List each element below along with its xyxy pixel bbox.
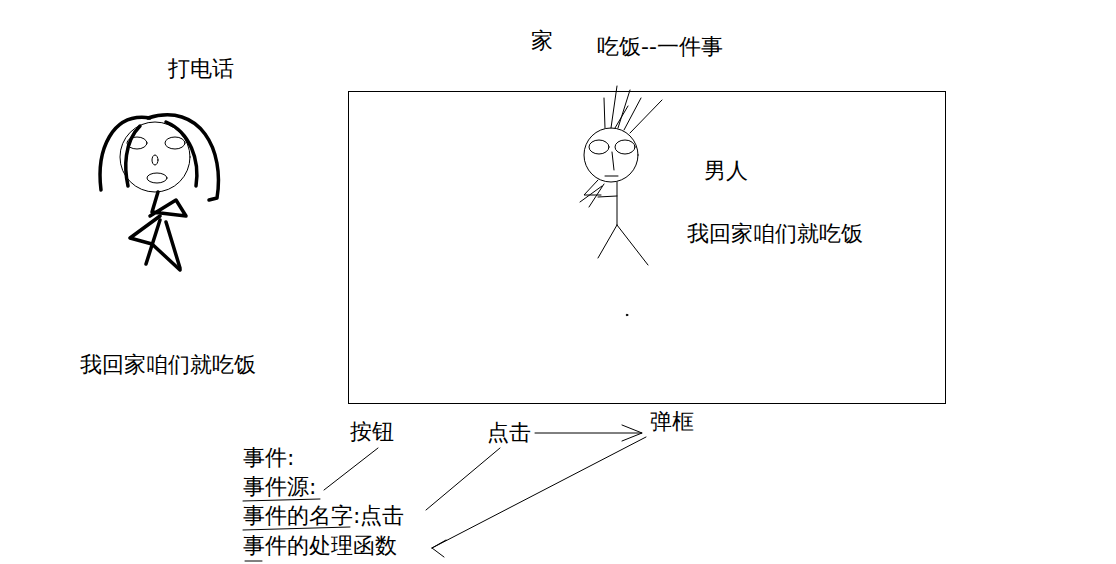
man-figure (617, 225, 648, 265)
man-figure (589, 140, 609, 154)
man-figure (604, 98, 605, 128)
woman-figure (166, 222, 180, 268)
list-item: 事件: (243, 447, 294, 469)
woman-figure (100, 115, 218, 270)
list-item: 事件的名字:点击 (243, 505, 404, 527)
speech-text: 我回家咱们就吃饭 (687, 223, 863, 245)
leader-line (324, 448, 378, 490)
man-figure (630, 100, 662, 133)
list-item: 事件的处理函数 (243, 535, 397, 557)
woman-figure (150, 192, 186, 216)
speech-text: 我回家咱们就吃饭 (80, 354, 256, 376)
figure-label: 男人 (704, 160, 748, 182)
leader-line (535, 433, 642, 434)
term-label: 弹框 (650, 411, 694, 433)
man-figure (598, 225, 617, 258)
leader-line (432, 548, 444, 557)
man-figure (624, 98, 641, 130)
term-label: 点击 (487, 422, 531, 444)
woman-figure (146, 220, 160, 264)
man-figure (612, 152, 614, 170)
underline (245, 561, 262, 562)
man-figure (584, 128, 638, 182)
underline (243, 499, 320, 501)
woman-figure (147, 173, 167, 183)
man-figure (605, 176, 618, 177)
note-label: 吃饭--一件事 (597, 36, 723, 58)
leader-line (426, 448, 500, 510)
woman-figure (100, 117, 150, 190)
leader-line (432, 437, 646, 548)
list-item: 事件源: (243, 476, 316, 498)
man-figure (580, 86, 662, 316)
woman-figure (148, 115, 218, 200)
man-figure (589, 184, 604, 207)
woman-figure (165, 137, 185, 149)
woman-figure (100, 115, 218, 270)
woman-figure (166, 122, 197, 186)
man-figure (598, 196, 617, 197)
heading-label: 家 (531, 30, 553, 52)
underline (243, 527, 350, 530)
man-figure (615, 140, 635, 154)
woman-figure (152, 155, 158, 165)
man-figure (580, 186, 602, 202)
man-figure (611, 86, 617, 128)
man-figure (615, 106, 628, 128)
woman-figure (130, 216, 180, 270)
term-label: 按钮 (350, 421, 394, 443)
leader-line (622, 425, 642, 441)
leader-line (432, 540, 446, 548)
man-figure (626, 314, 628, 316)
woman-figure (126, 126, 140, 186)
home-box: 家男人我回家咱们就吃饭 (348, 91, 946, 404)
man-figure (617, 182, 618, 225)
caption-label: 打电话 (168, 58, 234, 80)
